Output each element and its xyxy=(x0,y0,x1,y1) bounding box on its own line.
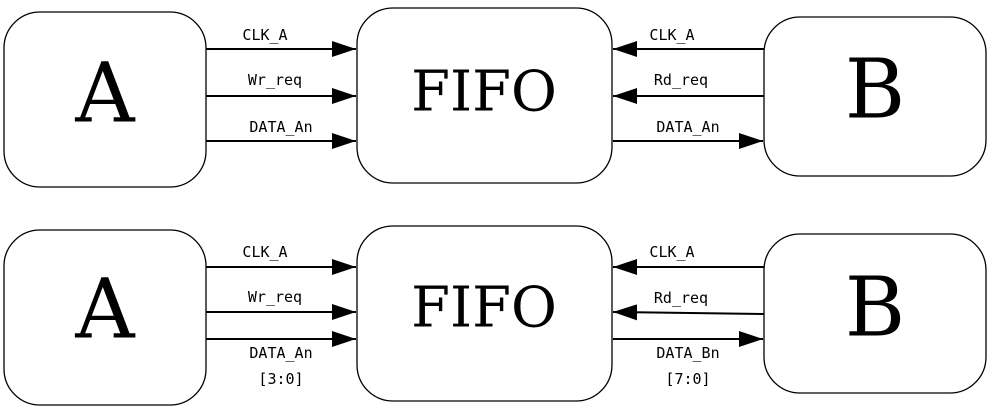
signal-label: Rd_req xyxy=(654,289,708,307)
signal-data-right: DATA_An xyxy=(613,118,763,149)
block-fifo-label: FIFO xyxy=(411,60,557,125)
signal-label: CLK_A xyxy=(242,243,287,261)
signal-label: CLK_A xyxy=(649,243,694,261)
signal-rd-req: Rd_req xyxy=(613,71,764,104)
diagram-top: A FIFO B CLK_A Wr_req DATA_An CLK_A xyxy=(3,7,987,188)
signal-clk-a-right: CLK_A xyxy=(613,26,764,57)
signal-label: DATA_An xyxy=(656,118,719,136)
block-b: B xyxy=(763,233,987,394)
signal-rd-req: Rd_req xyxy=(612,289,765,321)
signal-width-label: [7:0] xyxy=(665,370,710,388)
block-a-label: A xyxy=(74,263,136,358)
signal-clk-a-right: CLK_A xyxy=(613,243,764,275)
signal-clk-a-left: CLK_A xyxy=(206,243,356,275)
signal-label: DATA_Bn xyxy=(656,344,719,362)
block-fifo: FIFO xyxy=(356,225,613,402)
block-b: B xyxy=(763,16,987,177)
signal-data-right: DATA_Bn [7:0] xyxy=(613,331,763,388)
block-a: A xyxy=(3,229,207,406)
signal-data-left: DATA_An [3:0] xyxy=(206,331,356,388)
signal-clk-a-left: CLK_A xyxy=(206,26,356,57)
signal-width-label: [3:0] xyxy=(258,370,303,388)
signal-data-left: DATA_An xyxy=(206,118,356,149)
block-fifo: FIFO xyxy=(356,7,613,184)
block-a-label: A xyxy=(74,47,136,142)
signal-label: Rd_req xyxy=(654,71,708,89)
signal-label: DATA_An xyxy=(249,344,312,362)
signal-label: Wr_req xyxy=(248,288,302,306)
block-b-label: B xyxy=(845,261,905,356)
block-b-label: B xyxy=(845,43,905,138)
signal-wr-req: Wr_req xyxy=(206,71,356,104)
signal-label: Wr_req xyxy=(248,71,302,89)
signal-label: CLK_A xyxy=(649,26,694,44)
block-a: A xyxy=(3,11,207,188)
block-fifo-label: FIFO xyxy=(411,276,557,341)
signal-wr-req: Wr_req xyxy=(206,288,356,320)
diagram-bottom: A FIFO B CLK_A Wr_req DATA_An [3:0] CLK_… xyxy=(3,225,987,406)
signal-label: DATA_An xyxy=(249,118,312,136)
signal-label: CLK_A xyxy=(242,26,287,44)
